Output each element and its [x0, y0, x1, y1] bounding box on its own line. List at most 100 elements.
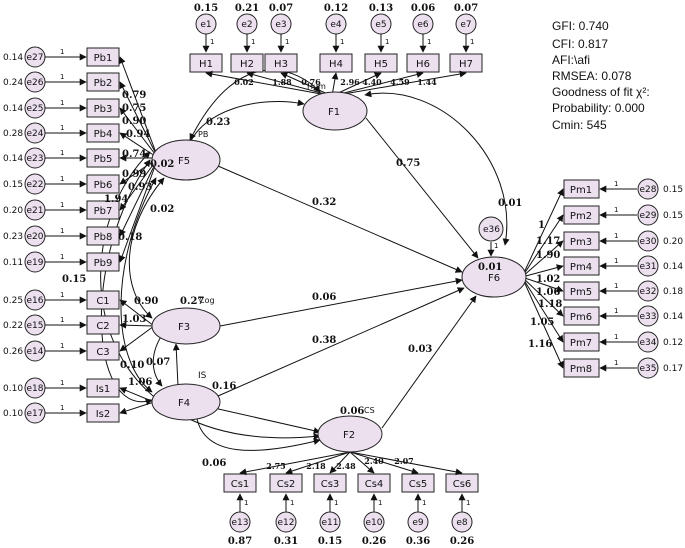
pm-error-label: e29	[640, 211, 657, 221]
pm-error-var: 0.18	[663, 287, 683, 297]
c-error-label: e16	[27, 296, 44, 306]
pm-error-one: 1	[614, 180, 618, 188]
cs-error-one: 1	[422, 499, 426, 507]
pm-error-var: 0.15	[663, 211, 683, 221]
pm-error-one: 1	[614, 206, 618, 214]
h-error-label: e2	[241, 20, 252, 30]
factor-f3-r2: 0.27	[180, 296, 204, 307]
is-item-label: Is1	[96, 384, 111, 395]
pb-error-label: e27	[27, 53, 44, 63]
cs-error-var: 0.87	[228, 536, 252, 547]
factor-f2-sub: CS	[364, 406, 375, 415]
cs-error-one: 1	[378, 499, 382, 507]
pb-error-label: e19	[27, 258, 44, 268]
pb-error-label: e24	[27, 129, 44, 139]
is-error-one: 1	[60, 404, 64, 412]
pm-loading: 1.90	[536, 250, 560, 261]
fit-gof: Goodness of fit χ²:	[552, 85, 650, 99]
cs-item-label: Cs6	[453, 479, 472, 490]
pm-error-label: e28	[640, 185, 657, 195]
is-error-var: 0.10	[3, 409, 23, 419]
h-loading: 0.02	[234, 77, 253, 87]
fit-cmin: Cmin: 545	[552, 118, 607, 132]
h-error-var: 0.07	[454, 3, 478, 14]
is-error-one: 1	[60, 379, 64, 387]
pm-error-var: 0.20	[663, 237, 683, 247]
h-item-label: H3	[274, 59, 288, 70]
pm-item-label: Pm6	[570, 312, 592, 323]
pm-item-label: Pm2	[570, 211, 592, 222]
h-error-one: 1	[385, 38, 389, 46]
pb-error-one: 1	[60, 253, 64, 261]
cs-item-label: Cs2	[277, 479, 296, 490]
factor-f1: F1 Hum	[302, 82, 368, 131]
factor-f4-label: F4	[178, 398, 190, 409]
pb-error-var: 0.28	[3, 129, 23, 139]
h-error-var: 0.12	[324, 3, 348, 14]
c-error-var: 0.22	[3, 321, 23, 331]
h-error-var: 0.13	[369, 3, 393, 14]
pm-error-label: e32	[640, 287, 657, 297]
pm-error-var: 0.15	[663, 185, 683, 195]
cov-006: 0.06	[202, 458, 226, 469]
pb-item-label: Pb2	[94, 78, 113, 89]
cs-error-label: e13	[232, 518, 249, 528]
pb-error-one: 1	[60, 124, 64, 132]
is-error-var: 0.10	[3, 384, 23, 394]
is-error-label: e18	[27, 384, 44, 394]
h-loading: 0.76	[301, 77, 321, 87]
pb-error-one: 1	[60, 201, 64, 209]
h-error-one: 1	[251, 38, 255, 46]
pb-error-var: 0.14	[3, 104, 23, 114]
pb-item-3: 0.14 e25 1 Pb3	[3, 97, 159, 159]
h-error-one: 1	[210, 38, 214, 46]
factor-f5-label: F5	[178, 156, 190, 167]
c-error-label: e14	[27, 347, 44, 357]
cs-error-var: 0.36	[406, 536, 430, 547]
path-f2-f6: 0.03	[408, 344, 432, 355]
h-error-one: 1	[340, 38, 344, 46]
cs-loading: 2.18	[306, 461, 326, 471]
cov-015: 0.15	[62, 274, 86, 285]
cs-item-label: Cs3	[321, 479, 340, 490]
h-error-label: e5	[375, 20, 386, 30]
cov-002a: 0.02	[150, 159, 174, 170]
h-item-label: H7	[459, 59, 473, 70]
h-error-one: 1	[427, 38, 431, 46]
factor-f6-r2: 0.01	[478, 262, 502, 273]
pb-item-label: Pb3	[94, 104, 113, 115]
pm-item-label: Pm7	[570, 338, 592, 349]
pb-error-var: 0.14	[3, 154, 23, 164]
c-item-label: C2	[96, 321, 109, 332]
h-item-label: H6	[416, 59, 430, 70]
pm-item-label: Pm4	[570, 262, 592, 273]
path-f5-f6: 0.32	[312, 197, 336, 208]
cs-error-label: e8	[456, 518, 468, 528]
cs-error-var: 0.15	[318, 536, 342, 547]
pb-error-label: e26	[27, 78, 44, 88]
cs-error-one: 1	[244, 499, 248, 507]
pb-error-label: e23	[27, 154, 44, 164]
pb-loading: 0.75	[122, 103, 146, 114]
pb-error-var: 0.23	[3, 232, 23, 242]
h-error-var: 0.21	[235, 3, 259, 14]
pm-item-label: Pm3	[570, 237, 592, 248]
pm-error-var: 0.14	[663, 312, 683, 322]
e36-one: 1	[494, 242, 498, 250]
h-error-var: 0.06	[411, 3, 435, 14]
pm-item-label: Pm5	[570, 287, 592, 298]
pb-error-var: 0.24	[3, 78, 23, 88]
pb-error-label: e25	[27, 104, 44, 114]
fit-cfi: CFI: 0.817	[552, 37, 608, 51]
